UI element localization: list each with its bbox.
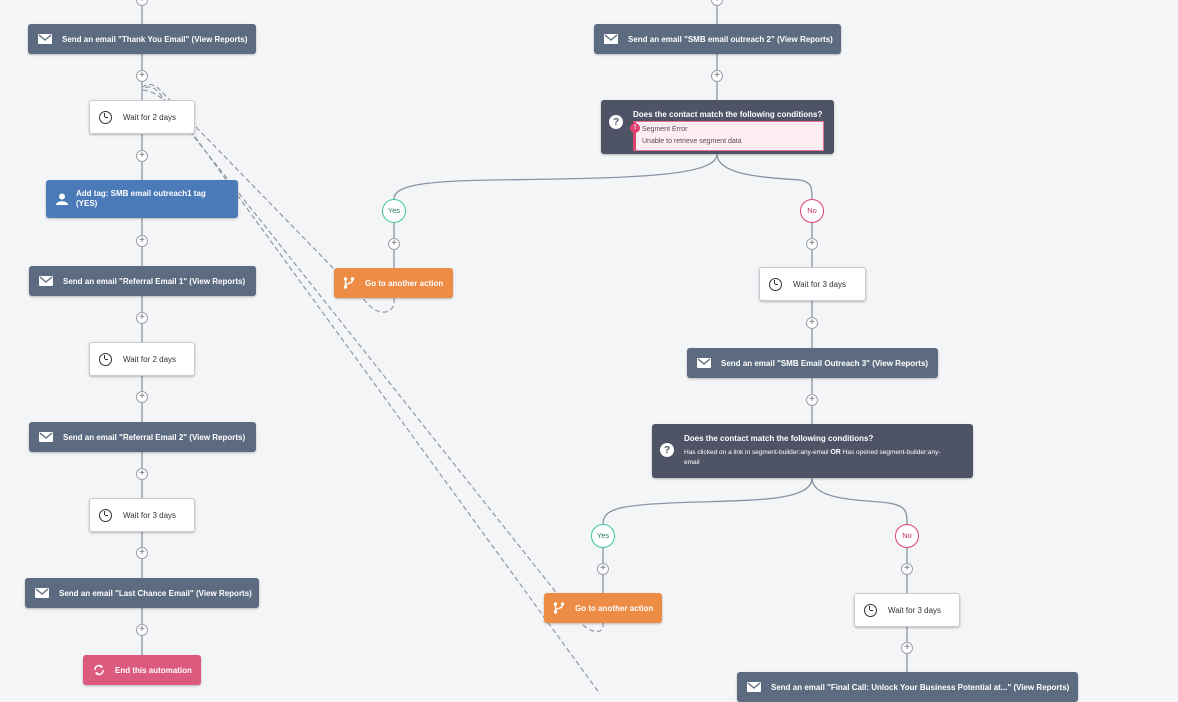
segment-error-desc: Unable to retrieve segment data	[642, 138, 742, 145]
node-label: Go to another action	[575, 603, 654, 613]
add-step-button[interactable]: +	[901, 642, 913, 654]
send-email-smb-outreach-2-node[interactable]: Send an email "SMB email outreach 2" (Vi…	[594, 24, 841, 54]
segment-error-title: Segment Error	[642, 126, 688, 133]
go-to-action-node[interactable]: Go to another action	[544, 593, 662, 623]
send-email-referral-1-node[interactable]: Send an email "Referral Email 1" (View R…	[29, 266, 256, 296]
question-icon: ?	[660, 443, 674, 457]
node-label: Send an email "Last Chance Email" (View …	[59, 588, 252, 598]
add-step-button[interactable]: +	[711, 70, 723, 82]
node-label: Send an email "Referral Email 1" (View R…	[63, 276, 246, 286]
envelope-icon	[39, 276, 53, 286]
send-email-final-call-node[interactable]: Send an email "Final Call: Unlock Your B…	[737, 672, 1078, 702]
add-step-button[interactable]: +	[136, 624, 148, 636]
add-step-button[interactable]: +	[136, 235, 148, 247]
wait-3-days-node[interactable]: Wait for 3 days	[759, 267, 866, 301]
node-label: Wait for 3 days	[793, 279, 847, 289]
add-step-button[interactable]: +	[136, 391, 148, 403]
add-tag-node[interactable]: Add tag: SMB email outreach1 tag (YES)	[46, 180, 238, 218]
clock-icon	[769, 277, 782, 291]
node-label: Send an email "Final Call: Unlock Your B…	[771, 682, 1070, 692]
error-icon: !	[630, 123, 640, 133]
condition-title: Does the contact match the following con…	[633, 110, 823, 119]
wait-2-days-node[interactable]: Wait for 2 days	[89, 100, 195, 134]
condition-part-2: Has opened segment-builder:any-email	[684, 449, 941, 466]
node-label: Wait for 3 days	[123, 510, 177, 520]
envelope-icon	[697, 358, 711, 368]
end-automation-node[interactable]: End this automation	[83, 655, 201, 685]
envelope-icon	[35, 588, 49, 598]
clock-icon	[99, 508, 112, 522]
condition-or: OR	[830, 449, 841, 456]
no-branch-label: No	[800, 199, 824, 223]
envelope-icon	[39, 432, 53, 442]
node-label: Wait for 2 days	[123, 112, 177, 122]
send-email-referral-2-node[interactable]: Send an email "Referral Email 2" (View R…	[29, 422, 256, 452]
add-step-button[interactable]: +	[901, 563, 913, 575]
wait-3-days-node[interactable]: Wait for 3 days	[854, 593, 960, 627]
no-branch-label: No	[895, 524, 919, 548]
condition-part-1: Has clicked on a link in segment-builder…	[684, 449, 829, 456]
add-step-button[interactable]: +	[388, 238, 400, 250]
add-step-button[interactable]: +	[136, 468, 148, 480]
envelope-icon	[747, 682, 761, 692]
node-label: Send an email "Referral Email 2" (View R…	[63, 432, 246, 442]
clock-icon	[99, 352, 112, 366]
clock-icon	[99, 110, 112, 124]
condition-node-engagement[interactable]: ? Does the contact match the following c…	[652, 424, 973, 478]
send-email-smb-outreach-3-node[interactable]: Send an email "SMB Email Outreach 3" (Vi…	[687, 348, 938, 378]
wait-3-days-node[interactable]: Wait for 3 days	[89, 498, 195, 532]
add-step-button[interactable]: +	[136, 150, 148, 162]
question-icon: ?	[609, 115, 623, 129]
branch-icon	[553, 602, 565, 614]
user-icon	[56, 193, 68, 205]
condition-description: Has clicked on a link in segment-builder…	[684, 448, 949, 468]
yes-branch-label: Yes	[591, 524, 615, 548]
add-step-button[interactable]: +	[136, 312, 148, 324]
branch-icon	[343, 277, 355, 289]
add-step-button[interactable]: +	[136, 70, 148, 82]
node-label: Wait for 2 days	[123, 354, 177, 364]
node-label: Go to another action	[365, 278, 444, 288]
add-step-button[interactable]: +	[597, 563, 609, 575]
clock-icon	[864, 603, 877, 617]
node-label: End this automation	[115, 665, 192, 675]
add-step-button[interactable]: +	[806, 238, 818, 250]
segment-error-box: ! Segment Error Unable to retrieve segme…	[630, 121, 824, 151]
add-step-button[interactable]: +	[806, 394, 818, 406]
send-email-thank-you-node[interactable]: Send an email "Thank You Email" (View Re…	[28, 24, 256, 54]
yes-branch-label: Yes	[382, 199, 406, 223]
node-label: Send an email "SMB email outreach 2" (Vi…	[628, 34, 833, 44]
go-to-action-node[interactable]: Go to another action	[334, 268, 453, 298]
add-step-button[interactable]: +	[136, 547, 148, 559]
envelope-icon	[38, 34, 52, 44]
node-label: Send an email "SMB Email Outreach 3" (Vi…	[721, 358, 929, 368]
node-label: Add tag: SMB email outreach1 tag (YES)	[76, 189, 206, 208]
add-step-button[interactable]: +	[806, 317, 818, 329]
refresh-icon	[93, 664, 105, 676]
node-label: Wait for 3 days	[888, 605, 942, 615]
wait-2-days-node[interactable]: Wait for 2 days	[89, 342, 195, 376]
condition-node-segment-error[interactable]: ? Does the contact match the following c…	[601, 100, 834, 154]
condition-title: Does the contact match the following con…	[684, 434, 874, 443]
envelope-icon	[604, 34, 618, 44]
node-label: Send an email "Thank You Email" (View Re…	[62, 34, 248, 44]
send-email-last-chance-node[interactable]: Send an email "Last Chance Email" (View …	[25, 578, 259, 608]
